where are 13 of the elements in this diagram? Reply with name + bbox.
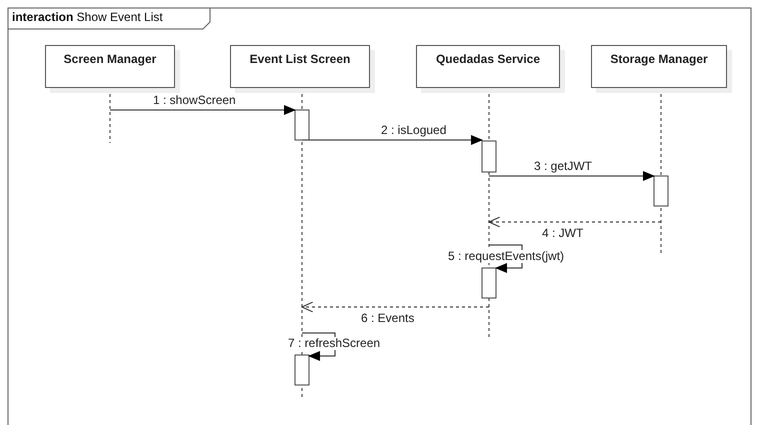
frame-title: interaction Show Event List [12, 10, 163, 24]
message-label: 1 : showScreen [152, 94, 237, 107]
message-label: 6 : Events [360, 312, 416, 325]
message-arrow [302, 302, 490, 312]
message-label: 2 : isLogued [380, 124, 448, 137]
message-label: 3 : getJWT [533, 160, 594, 173]
message-arrow [302, 135, 483, 145]
message-arrow [488, 216, 662, 228]
message-label: 5 : requestEvents(jwt) [447, 250, 566, 263]
message-label: 4 : JWT [541, 227, 584, 240]
message-label: 7 : refreshScreen [287, 337, 382, 350]
message-arrow [110, 105, 296, 115]
message-arrow [488, 171, 655, 181]
